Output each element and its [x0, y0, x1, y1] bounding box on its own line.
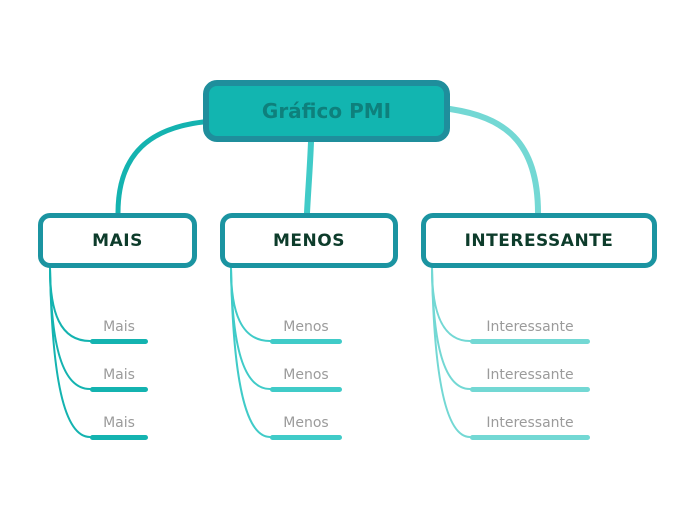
connector-menos-child [230, 267, 271, 438]
leaf-underline [90, 387, 148, 392]
leaf-topic-label: Mais [103, 319, 135, 335]
leaf-topic-menos-3[interactable]: Menos [270, 411, 342, 440]
connector-root-interessante [447, 106, 541, 216]
leaf-topic-menos-2[interactable]: Menos [270, 363, 342, 392]
connector-root-menos [304, 139, 314, 216]
leaf-topic-menos-1[interactable]: Menos [270, 315, 342, 344]
leaf-topic-label: Mais [103, 415, 135, 431]
branch-topic-label: MAIS [92, 230, 143, 251]
connector-interessante-child [431, 267, 471, 390]
leaf-topic-label: Mais [103, 367, 135, 383]
connector-mais-child [49, 267, 91, 438]
branch-topic-mais[interactable]: MAIS [38, 213, 197, 268]
leaf-underline [90, 339, 148, 344]
connector-menos-child [230, 267, 271, 342]
connector-mais-child [49, 267, 91, 342]
leaf-topic-interessante-1[interactable]: Interessante [470, 315, 590, 344]
leaf-topic-label: Interessante [486, 319, 574, 335]
branch-topic-label: INTERESSANTE [464, 230, 614, 251]
leaf-underline [90, 435, 148, 440]
leaf-topic-label: Interessante [486, 415, 574, 431]
root-topic[interactable]: Gráfico PMI [203, 80, 450, 142]
leaf-underline [270, 387, 342, 392]
leaf-topic-label: Menos [283, 319, 329, 335]
connector-interessante-child [431, 267, 471, 438]
connector-interessante-child [431, 267, 471, 342]
branch-topic-interessante[interactable]: INTERESSANTE [421, 213, 657, 268]
leaf-underline [470, 387, 590, 392]
leaf-topic-label: Menos [283, 367, 329, 383]
root-topic-label: Gráfico PMI [261, 99, 392, 123]
leaf-topic-mais-2[interactable]: Mais [90, 363, 148, 392]
connector-root-mais [115, 119, 206, 216]
leaf-topic-label: Menos [283, 415, 329, 431]
leaf-topic-label: Interessante [486, 367, 574, 383]
leaf-topic-mais-3[interactable]: Mais [90, 411, 148, 440]
branch-topic-menos[interactable]: MENOS [220, 213, 398, 268]
leaf-topic-interessante-2[interactable]: Interessante [470, 363, 590, 392]
leaf-underline [470, 339, 590, 344]
leaf-underline [270, 435, 342, 440]
leaf-underline [270, 339, 342, 344]
leaf-topic-interessante-3[interactable]: Interessante [470, 411, 590, 440]
leaf-underline [470, 435, 590, 440]
leaf-topic-mais-1[interactable]: Mais [90, 315, 148, 344]
branch-topic-label: MENOS [273, 230, 345, 251]
